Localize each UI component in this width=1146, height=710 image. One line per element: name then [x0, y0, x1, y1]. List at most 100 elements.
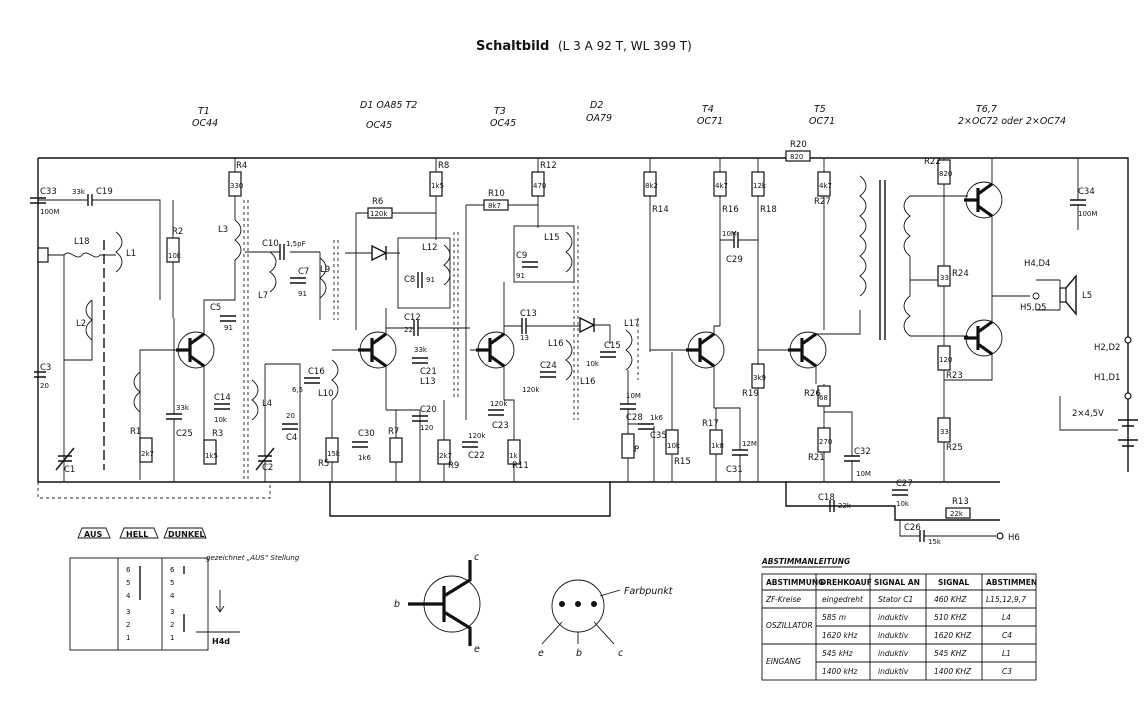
c34-value: 100M [1078, 210, 1097, 218]
sw-dunkel-6: 6 [170, 566, 175, 574]
table-cell: 545 kHz [822, 649, 854, 658]
r9-value: 2k7 [439, 452, 452, 460]
potentiometer [621, 433, 635, 459]
h1d1-label: H1,D1 [1094, 373, 1120, 383]
c20-value: 120 [420, 424, 433, 432]
c33-label: C33 [40, 187, 57, 197]
c10-value: 1,5pF [286, 240, 306, 248]
l9-label: L9 [320, 265, 330, 275]
table-cell: L1 [1002, 649, 1011, 658]
c22-label: C22 [468, 451, 485, 461]
r19-label: R19 [742, 389, 759, 399]
sw-hell-3: 3 [126, 608, 130, 616]
switch-dunkel: DUNKEL [168, 530, 205, 539]
t4-ref: T4 [702, 104, 714, 115]
agc-line [329, 482, 611, 517]
c28-value: 10M [626, 392, 641, 400]
r15-value: 10k [667, 442, 681, 450]
th-abstimmung: ABSTIMMUNG [766, 578, 824, 587]
c32-value: 10M [856, 470, 871, 478]
pinout-e: e [538, 648, 544, 659]
transistor-symbol-legend: b c e [394, 552, 481, 655]
driver-transformer-primary [859, 175, 867, 297]
r27-label: R27 [814, 197, 831, 207]
c19-value: 33k [72, 188, 86, 196]
r22-label: R22 [924, 157, 941, 167]
c33-value: 100M [40, 208, 59, 216]
r15-label: R15 [674, 457, 691, 467]
r4-value: 330 [230, 182, 243, 190]
h6-label: H6 [1008, 533, 1020, 543]
sw-hell-5: 5 [126, 579, 130, 587]
t67-type: 2×OC72 oder 2×OC74 [958, 116, 1066, 127]
r2-value: 10k [168, 252, 182, 260]
d2-type: OA79 [586, 113, 612, 124]
r20-label: R20 [790, 140, 807, 150]
table-cell: L4 [1002, 613, 1011, 622]
d2-diode [579, 316, 596, 334]
th-abstimmen: ABSTIMMEN [986, 578, 1037, 587]
switch-hell: HELL [126, 530, 148, 539]
r17-label: R17 [702, 419, 719, 429]
table-cell: OSZILLATOR [766, 621, 813, 630]
table-cell: ZF-Kreise [765, 595, 801, 604]
c1-label: C1 [64, 465, 75, 475]
r13 [945, 507, 971, 519]
r8-value: 1k5 [431, 182, 444, 190]
l18-label: L18 [74, 237, 90, 247]
l12-label: L12 [422, 243, 438, 253]
c23-label: C23 [492, 421, 509, 431]
c8-value: 91 [426, 276, 435, 284]
r21-value: 270 [819, 438, 832, 446]
table-cell: induktiv [878, 631, 909, 640]
r4-label: R4 [236, 161, 247, 171]
r6-label: R6 [372, 197, 383, 207]
h2d2-label: H2,D2 [1094, 343, 1120, 353]
c13-label: C13 [520, 309, 537, 319]
t1-type: OC44 [192, 118, 218, 129]
sw-dunkel-5: 5 [170, 579, 174, 587]
c2-label: C2 [262, 463, 273, 473]
c27-value: 10k [896, 500, 910, 508]
h6-terminal [996, 532, 1004, 540]
r19-value: 3k9 [753, 374, 766, 382]
t3-ref: T3 [494, 106, 506, 117]
c18-label: C18 [818, 493, 835, 503]
r13-value: 22k [950, 510, 964, 518]
battery-label: 2×4,5V [1072, 409, 1104, 419]
r14-label: R14 [652, 205, 669, 215]
r18-label: R18 [760, 205, 777, 215]
h1-terminal [1124, 392, 1132, 400]
c25-value: 33k [176, 404, 190, 412]
table-cell: induktiv [878, 649, 909, 658]
sw-dunkel-4: 4 [170, 592, 175, 600]
c26-label: C26 [904, 523, 921, 533]
h4-terminal [1032, 292, 1040, 300]
th-drehkoauf: DREHKOAUF [820, 578, 872, 587]
t67-ref: T6,7 [976, 104, 997, 115]
h5d5-label: H5,D5 [1020, 303, 1046, 313]
t5-type: OC71 [809, 116, 835, 127]
r10-label: R10 [488, 189, 505, 199]
alignment-table: ABSTIMMANLEITUNG ABSTIMMUNG DREHKOAUF SI… [761, 557, 1037, 681]
r7-label: R7 [388, 427, 399, 437]
table-cell: EINGANG [766, 657, 801, 666]
r25-value: 33 [940, 428, 949, 436]
l3-label: L3 [218, 225, 228, 235]
c34-label: C34 [1078, 187, 1095, 197]
r24-label: R24 [952, 269, 969, 279]
l5-label: L5 [1082, 291, 1092, 301]
c15-label: C15 [604, 341, 621, 351]
switch-aus: AUS [84, 530, 102, 539]
r5-value: 15k [327, 450, 341, 458]
transformer-core [879, 180, 886, 340]
c9-label: C9 [516, 251, 527, 261]
t3-type: OC45 [490, 118, 516, 129]
l13-label: L13 [420, 377, 436, 387]
switch-tag: H4d [212, 637, 230, 646]
r14-value: 8k2 [645, 182, 658, 190]
c13-value: 13 [520, 334, 529, 342]
table-cell: 585 m [822, 613, 846, 622]
th-signal: SIGNAL [938, 578, 969, 587]
t2-type: OC45 [366, 120, 392, 131]
